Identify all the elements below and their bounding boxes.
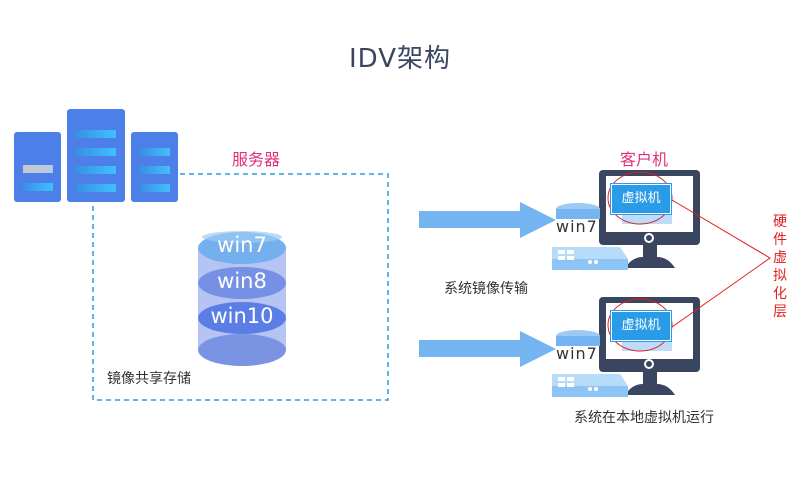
image-win7: win7: [217, 233, 267, 257]
server-icon: [14, 109, 178, 202]
server-label: 服务器: [232, 150, 281, 169]
transfer-arrow-bottom: [419, 331, 556, 367]
image-win10: win10: [210, 304, 274, 328]
client-label: 客户机: [620, 150, 669, 169]
vm-badge-bottom: 虚拟机: [611, 311, 671, 341]
image-win8: win8: [217, 269, 267, 293]
local-image-top: win7: [556, 217, 598, 236]
hw-virt-pointer-lines: [671, 199, 771, 328]
local-image-bottom: win7: [556, 344, 598, 363]
vm-badge-top: 虚拟机: [611, 184, 671, 214]
run-label: 系统在本地虚拟机运行: [574, 410, 714, 426]
hw-virt-label: 硬件虚拟化层: [773, 214, 787, 320]
transfer-arrow-top: [419, 202, 556, 238]
storage-label: 镜像共享存储: [107, 371, 191, 387]
server-boundary: [92, 173, 389, 401]
storage-cylinder-icon: [198, 231, 286, 366]
transfer-label: 系统镜像传输: [444, 281, 528, 297]
page-title: IDV架构: [348, 44, 452, 74]
